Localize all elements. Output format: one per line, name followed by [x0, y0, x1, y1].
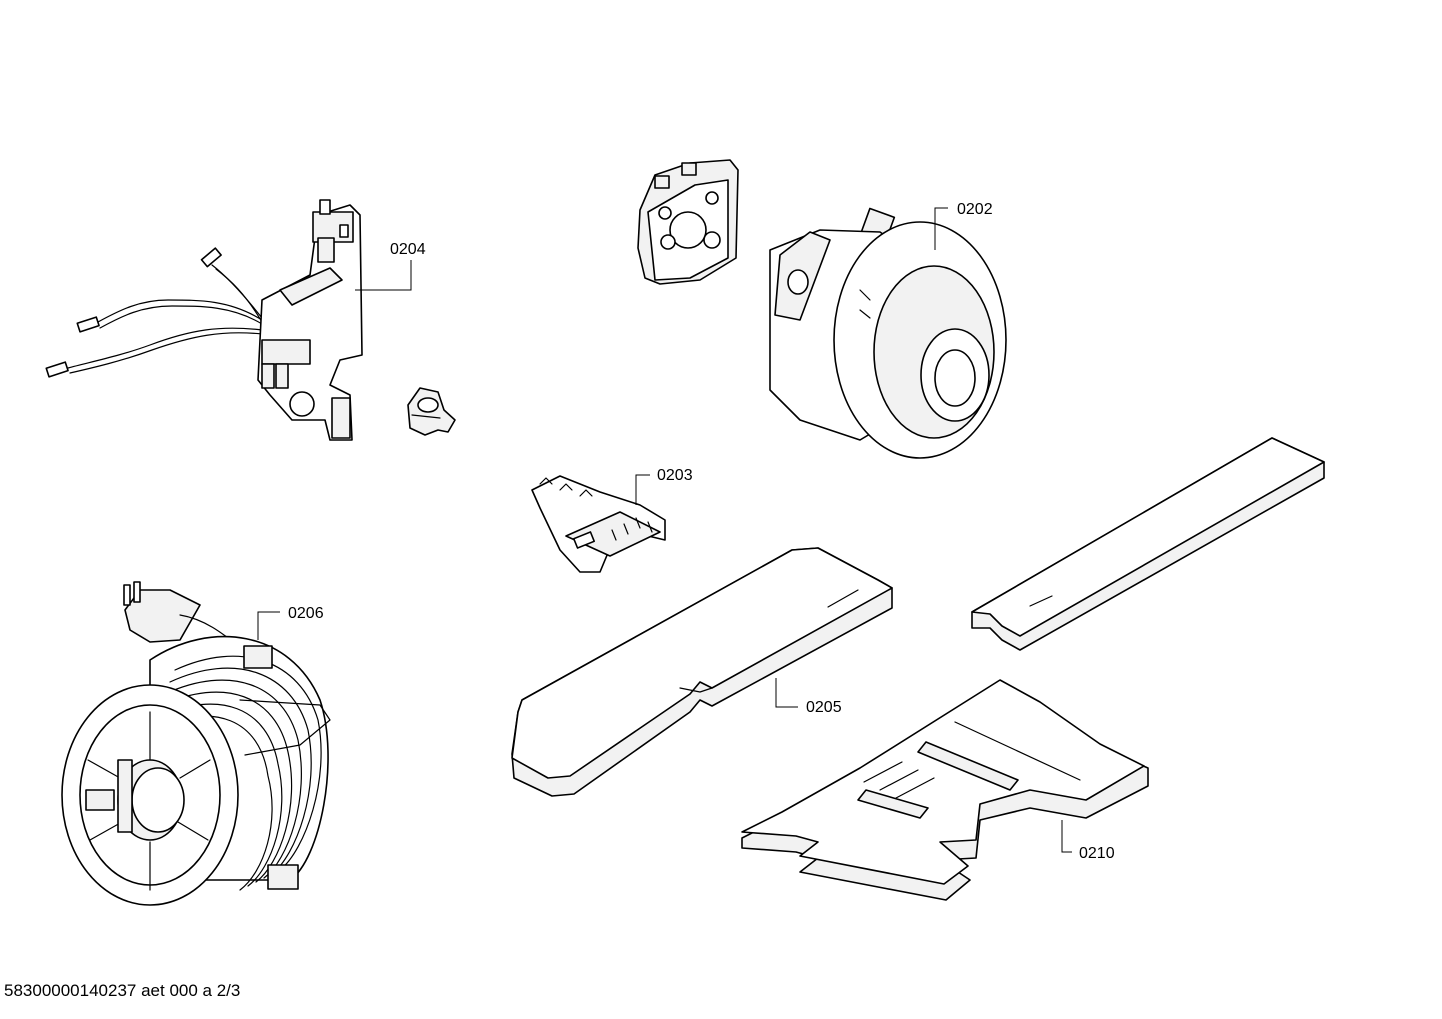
part-0203-connector: [531, 475, 666, 573]
part-long-strip: [971, 437, 1325, 651]
callout-0202: 0202: [957, 201, 993, 218]
callout-0206: 0206: [288, 605, 324, 622]
part-0205-plate: [511, 547, 893, 797]
part-0204-electronics-board: [45, 199, 363, 441]
callout-0204: 0204: [390, 241, 426, 258]
part-small-clip: [407, 387, 456, 436]
part-0206-cable-reel: [61, 581, 331, 906]
drawing-id-footer: 58300000140237 aet 000 a 2/3: [4, 981, 241, 1000]
callout-0210: 0210: [1079, 845, 1115, 862]
leader-0204: [355, 260, 412, 291]
leader-0205: [775, 678, 798, 708]
leader-0210: [1061, 820, 1072, 853]
part-motor-holder: [637, 159, 739, 285]
callout-0203: 0203: [657, 467, 693, 484]
leader-0203: [635, 474, 650, 505]
part-0202-motor: [769, 207, 1007, 459]
part-0210-plate: [741, 679, 1149, 901]
leader-0206: [257, 611, 280, 640]
callout-0205: 0205: [806, 699, 842, 716]
leader-0202: [934, 207, 948, 250]
